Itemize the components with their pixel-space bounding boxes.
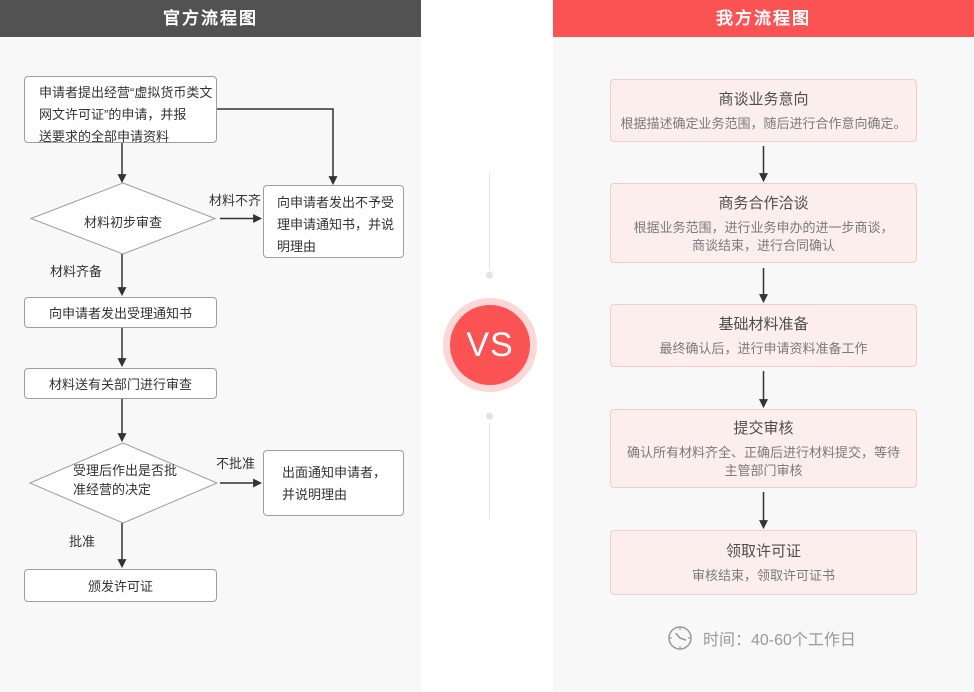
step-title: 商谈业务意向 [718,91,809,108]
step-title: 提交审核 [733,420,794,437]
flow-box-apply: 申请者提出经营“虚拟货币类文 网文许可证”的申请，并报 送要求的全部申请资料 [24,76,217,144]
edge-label-approved: 批准 [69,534,96,549]
step-title: 基础材料准备 [718,316,809,333]
diamond-decision-label: 受理后作出是否批 准经营的决定 [73,461,177,499]
step-desc-line1: 根据业务范围，进行业务申办的进一步商谈， [633,219,894,235]
flow-box-not-accept-line3: 明理由 [277,239,317,254]
diamond-decision-line1: 受理后作出是否批 [73,463,178,478]
edge-label-incomplete: 材料不齐 [209,193,262,208]
left-panel-header: 官方流程图 [0,0,421,37]
step-title: 商务合作洽谈 [718,194,809,212]
step-desc-line2: 商谈结束，进行合同确认 [691,237,835,253]
flow-box-apply-line1: 申请者提出经营“虚拟货币类文 [39,85,213,100]
flow-box-notify-reject-line1: 出面通知申请者， [282,465,387,480]
step-box-license: 领取许可证 审核结束，领取许可证书 [610,530,917,595]
step-desc: 审核结束，领取许可证书 [691,568,835,583]
step-desc: 确认所有材料齐全、正确后进行材料提交，等待 主管部门审核 [627,444,900,480]
diamond-initial-review-label: 材料初步审查 [83,215,162,230]
step-desc: 根据业务范围，进行业务申办的进一步商谈， 商谈结束，进行合同确认 [633,219,893,255]
step-desc: 根据描述确定业务范围，随后进行合作意向确定。 [620,116,907,131]
vs-badge: VS [443,298,537,392]
flow-box-accept-notice: 向申请者发出受理通知书 [24,297,217,328]
diamond-decision-line2: 准经营的决定 [73,482,152,497]
step-box-intention: 商谈业务意向 根据描述确定业务范围，随后进行合作意向确定。 [610,79,917,142]
flow-box-notify-reject: 出面通知申请者， 并说明理由 [263,450,404,516]
edge-label-not-approved: 不批准 [216,456,256,471]
step-box-submit: 提交审核 确认所有材料齐全、正确后进行材料提交，等待 主管部门审核 [610,409,917,488]
flow-box-issue-license: 颁发许可证 [24,569,217,602]
step-box-negotiation: 商务合作洽谈 根据业务范围，进行业务申办的进一步商谈， 商谈结束，进行合同确认 [610,183,917,263]
flow-box-apply-line2: 网文许可证”的申请，并报 [39,107,187,122]
edge-label-complete: 材料齐备 [50,264,103,279]
step-desc-line1: 确认所有材料齐全、正确后进行材料提交，等待 [626,445,900,460]
step-title: 领取许可证 [725,543,801,560]
step-desc: 最终确认后，进行申请资料准备工作 [659,341,868,356]
step-box-materials: 基础材料准备 最终确认后，进行申请资料准备工作 [610,304,917,367]
flow-box-notify-reject-line2: 并说明理由 [282,487,348,502]
right-panel-header: 我方流程图 [553,0,974,37]
flow-box-not-accept-line2: 理申请通知书，并说 [277,217,395,232]
flow-box-dept-review: 材料送有关部门进行审查 [24,368,217,399]
step-desc-line2: 主管部门审核 [724,463,803,478]
time-note-row: 时间：40-60个工作日 [666,624,856,652]
clock-icon [668,626,692,650]
time-note-text: 时间：40-60个工作日 [703,632,856,649]
flow-box-not-accept: 向申请者发出不予受 理申请通知书，并说 明理由 [263,185,404,258]
flow-box-not-accept-line1: 向申请者发出不予受 [277,195,395,210]
flow-box-apply-line3: 送要求的全部申请资料 [39,129,170,144]
